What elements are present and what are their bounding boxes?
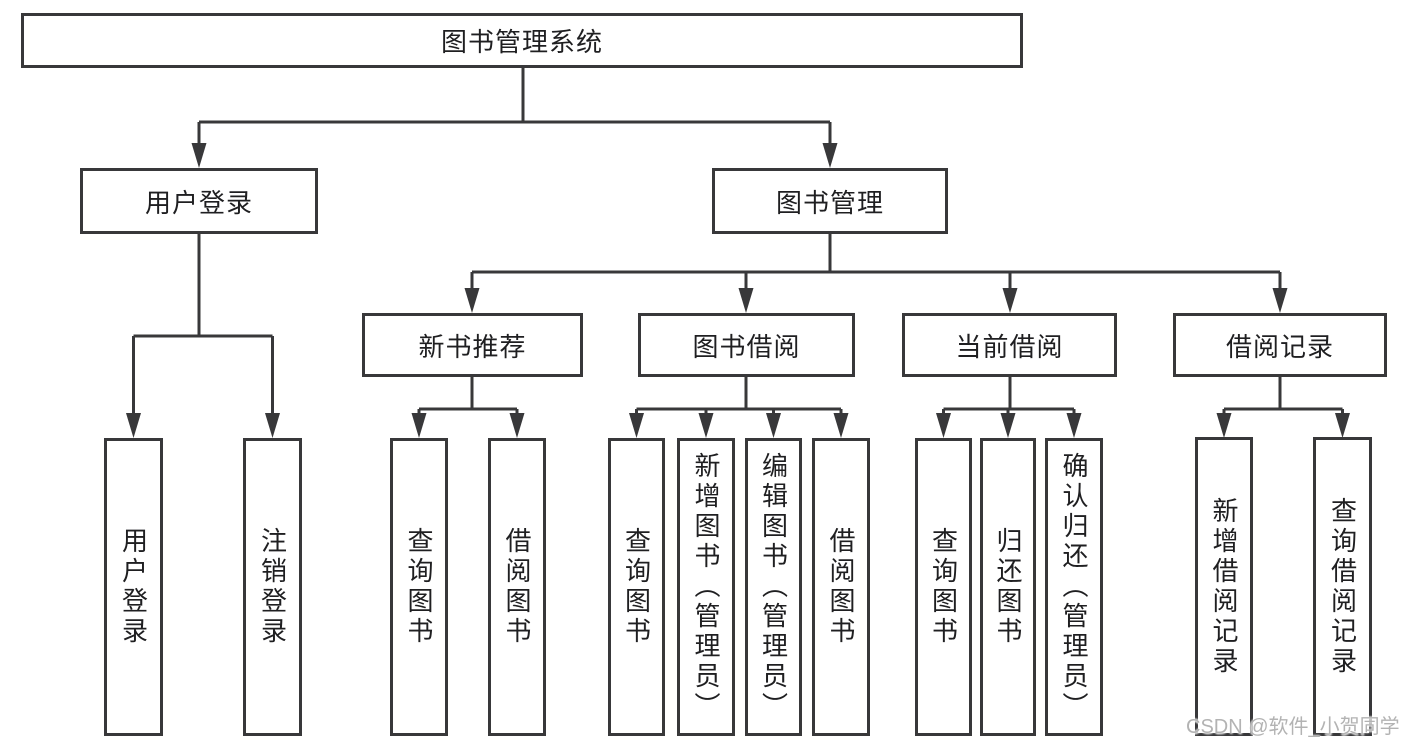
arrow-down-icon (509, 413, 525, 438)
node-book-management: 图书管理 (712, 168, 948, 234)
node-current-borrowing: 当前借阅 (902, 313, 1117, 377)
arrow-down-icon (822, 143, 838, 168)
node-new-book-recommend: 新书推荐 (362, 313, 583, 377)
arrow-down-icon (1002, 288, 1018, 313)
leaf-cb-confirm-return: 确认归还（管理员） (1045, 438, 1103, 736)
arrow-down-icon (698, 413, 714, 438)
node-user-login: 用户登录 (80, 168, 318, 234)
arrow-down-icon (191, 143, 207, 168)
leaf-nbr-borrow-books: 借阅图书 (488, 438, 546, 736)
arrow-down-icon (936, 413, 951, 438)
arrow-down-icon (766, 413, 781, 438)
arrow-down-icon (1335, 413, 1350, 438)
arrow-down-icon (411, 413, 427, 438)
arrow-down-icon (126, 413, 141, 438)
watermark: CSDN @软件_小贺同学 (1186, 716, 1400, 738)
leaf-br-add-record: 新增借阅记录 (1195, 437, 1253, 736)
leaf-bb-edit-books: 编辑图书（管理员） (745, 438, 802, 736)
arrow-down-icon (1000, 413, 1016, 438)
node-book-borrowing: 图书借阅 (638, 313, 855, 377)
arrow-down-icon (1216, 413, 1232, 438)
node-borrow-records: 借阅记录 (1173, 313, 1387, 377)
arrow-down-icon (629, 413, 644, 438)
arrow-down-icon (738, 288, 754, 313)
leaf-bb-borrow-books: 借阅图书 (812, 438, 870, 736)
leaf-br-query-record: 查询借阅记录 (1313, 437, 1372, 736)
leaf-cb-query-books: 查询图书 (915, 438, 972, 736)
arrow-down-icon (1272, 288, 1288, 313)
leaf-nbr-query-books: 查询图书 (390, 438, 448, 736)
arrow-down-icon (1066, 413, 1082, 438)
node-root: 图书管理系统 (21, 13, 1023, 68)
leaf-bb-query-books: 查询图书 (608, 438, 665, 736)
leaf-logout: 注销登录 (243, 438, 302, 736)
leaf-bb-add-books: 新增图书（管理员） (677, 438, 735, 736)
arrow-down-icon (464, 288, 480, 313)
leaf-user-login: 用户登录 (104, 438, 163, 736)
leaf-cb-return-books: 归还图书 (980, 438, 1036, 736)
arrow-down-icon (265, 413, 280, 438)
arrow-down-icon (833, 413, 849, 438)
